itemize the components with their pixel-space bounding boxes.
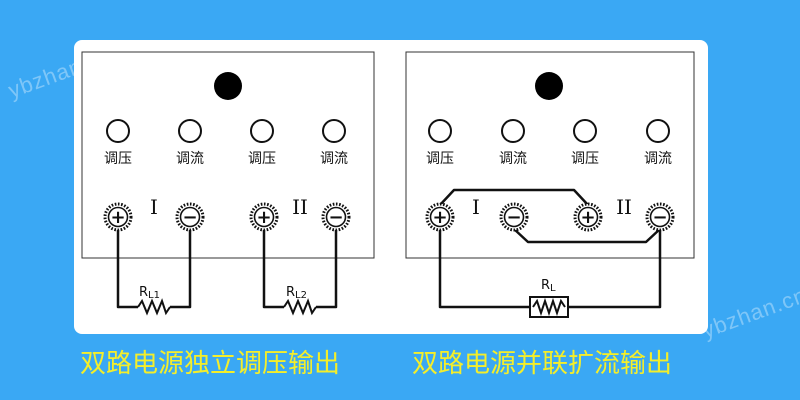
right-channel-2-label: II (616, 195, 632, 219)
left-knob-2[interactable] (178, 119, 202, 143)
right-knob-1[interactable] (428, 119, 452, 143)
caption-parallel-output: 双路电源并联扩流输出 (412, 349, 673, 379)
left-knob-3[interactable] (250, 119, 274, 143)
resistor-rl-label: RL (541, 278, 556, 294)
resistor-rl1-symbol (137, 298, 171, 316)
right-knob-3[interactable] (573, 119, 597, 143)
right-knob-4[interactable] (646, 119, 670, 143)
right-wire-load-a (438, 229, 530, 309)
resistor-rl2-symbol (283, 298, 317, 316)
right-knob-label-3: 调压 (571, 151, 599, 167)
resistor-rl2-label: RL2 (286, 285, 307, 301)
resistor-rl-symbol (532, 297, 566, 317)
left-knob-4[interactable] (322, 119, 346, 143)
right-wire-plus-link (439, 188, 589, 206)
right-terminal-2-minus[interactable]: − (645, 202, 675, 232)
right-knob-2[interactable] (501, 119, 525, 143)
right-terminal-1-plus[interactable]: + (425, 202, 455, 232)
right-knob-label-4: 调流 (644, 151, 672, 167)
left-wire-2 (262, 229, 284, 309)
plus-sign: + (580, 207, 595, 228)
right-knob-label-2: 调流 (499, 151, 527, 167)
left-indicator-dot (214, 72, 242, 100)
left-terminal-2-plus[interactable]: + (249, 202, 279, 232)
right-channel-1-label: I (472, 195, 480, 219)
left-terminal-1-plus[interactable]: + (103, 202, 133, 232)
left-terminal-2-minus[interactable]: − (321, 202, 351, 232)
right-wire-minus-link (513, 228, 661, 244)
left-wire-2b (316, 229, 338, 309)
left-knob-1[interactable] (106, 119, 130, 143)
left-wire-1 (116, 229, 138, 309)
left-wire-1b (170, 229, 192, 309)
minus-sign: − (328, 207, 343, 228)
left-knob-label-3: 调压 (248, 151, 276, 167)
minus-sign: − (182, 207, 197, 228)
right-indicator-dot (535, 72, 563, 100)
right-wire-load-b (568, 229, 662, 309)
right-knob-label-1: 调压 (426, 151, 454, 167)
right-terminal-2-plus[interactable]: + (573, 202, 603, 232)
right-terminal-1-minus[interactable]: − (499, 202, 529, 232)
left-terminal-1-minus[interactable]: − (175, 202, 205, 232)
plus-sign: + (256, 207, 271, 228)
left-channel-2-label: II (292, 195, 308, 219)
left-knob-label-1: 调压 (104, 151, 132, 167)
left-knob-label-4: 调流 (320, 151, 348, 167)
minus-sign: − (506, 207, 521, 228)
resistor-rl-box (529, 296, 569, 318)
caption-independent-output: 双路电源独立调压输出 (80, 349, 341, 379)
plus-sign: + (432, 207, 447, 228)
resistor-rl1-label: RL1 (139, 285, 160, 301)
left-channel-1-label: I (150, 195, 158, 219)
minus-sign: − (652, 207, 667, 228)
left-knob-label-2: 调流 (176, 151, 204, 167)
plus-sign: + (110, 207, 125, 228)
